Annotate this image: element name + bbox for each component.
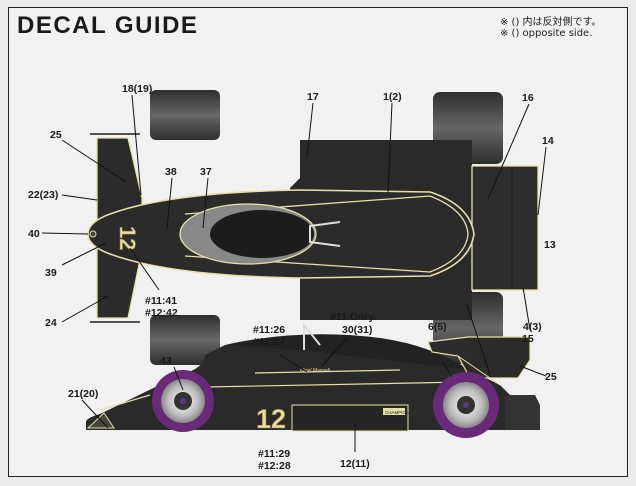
label-43: 43 <box>160 355 172 367</box>
label-39: 39 <box>45 267 57 279</box>
decal-labels: 18(19) 25 22(23) 40 39 24 38 37 #11:41 #… <box>28 83 557 472</box>
inner-pinstripe <box>184 195 469 273</box>
label-18: 18(19) <box>122 83 152 95</box>
label-17: 17 <box>307 91 319 103</box>
label-37: 37 <box>200 166 212 178</box>
side-roll-hoop <box>303 322 321 350</box>
sponsor-patch <box>383 408 405 415</box>
side-pinstripe-lower <box>204 381 466 388</box>
cockpit-opening <box>210 210 314 258</box>
side-car-number: 12 <box>256 404 286 434</box>
roll-hoop <box>309 221 341 247</box>
leader-lines <box>41 94 547 452</box>
label-40: 40 <box>28 228 40 240</box>
label-21: 21(20) <box>68 388 98 400</box>
label-11-only: #11 Onry. <box>330 311 377 323</box>
label-28: #12:28 <box>258 460 291 472</box>
note-japanese: ※ () 内は反対側です。 <box>500 17 602 28</box>
label-22: 22(23) <box>28 189 58 201</box>
label-25-side: 25 <box>545 371 557 383</box>
label-15: 15 <box>522 333 534 345</box>
front-left-tyre <box>150 90 220 140</box>
note-english: ※ () opposite side. <box>500 28 593 39</box>
rear-wing <box>471 165 539 291</box>
label-26: #11:26 <box>253 324 285 336</box>
driver-name: Nigel Mansell <box>300 368 331 374</box>
label-41: #11:41 <box>145 295 177 307</box>
nose-pinstripe <box>99 394 151 411</box>
rear-wing-strut <box>457 355 501 386</box>
label-1: 1(2) <box>383 91 402 103</box>
side-pinstripe-upper <box>254 369 401 374</box>
label-24: 24 <box>45 317 57 329</box>
nose-tip <box>89 230 97 238</box>
label-27: #12:27 <box>253 336 286 348</box>
engine-cover <box>225 334 470 370</box>
label-16: 16 <box>522 92 534 104</box>
top-view: 12 <box>87 90 539 365</box>
rear-wheel <box>433 372 499 438</box>
label-12: 12(11) <box>340 458 370 470</box>
label-25-top: 25 <box>50 129 62 141</box>
label-29: #11:29 <box>258 448 290 460</box>
front-right-tyre <box>150 315 220 365</box>
label-38: 38 <box>165 166 177 178</box>
label-4: 4(3) <box>523 321 542 333</box>
sponsor-text: CHAMPION <box>385 410 409 415</box>
diffuser <box>505 395 540 430</box>
label-13: 13 <box>544 239 556 251</box>
side-view: 12 CHAMPION Nigel Mansell <box>86 322 540 438</box>
side-rear-wing <box>427 336 531 379</box>
front-wheel <box>152 370 214 432</box>
label-6: 6(5) <box>428 321 447 333</box>
label-42: #12:42 <box>145 307 178 319</box>
label-30: 30(31) <box>342 324 372 336</box>
page-title: DECAL GUIDE <box>17 12 199 39</box>
label-14: 14 <box>542 135 554 147</box>
top-car-number: 12 <box>115 226 140 250</box>
